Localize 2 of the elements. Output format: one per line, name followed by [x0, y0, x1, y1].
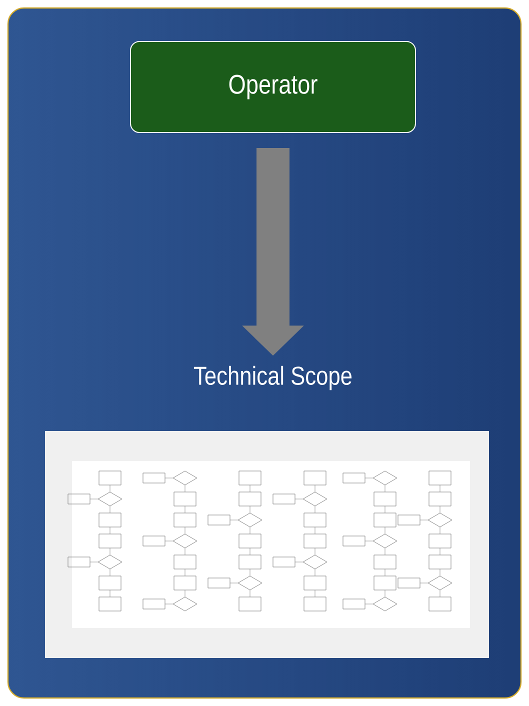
text-label: Technical Scope	[194, 366, 352, 390]
process-box: Operator	[130, 41, 416, 133]
